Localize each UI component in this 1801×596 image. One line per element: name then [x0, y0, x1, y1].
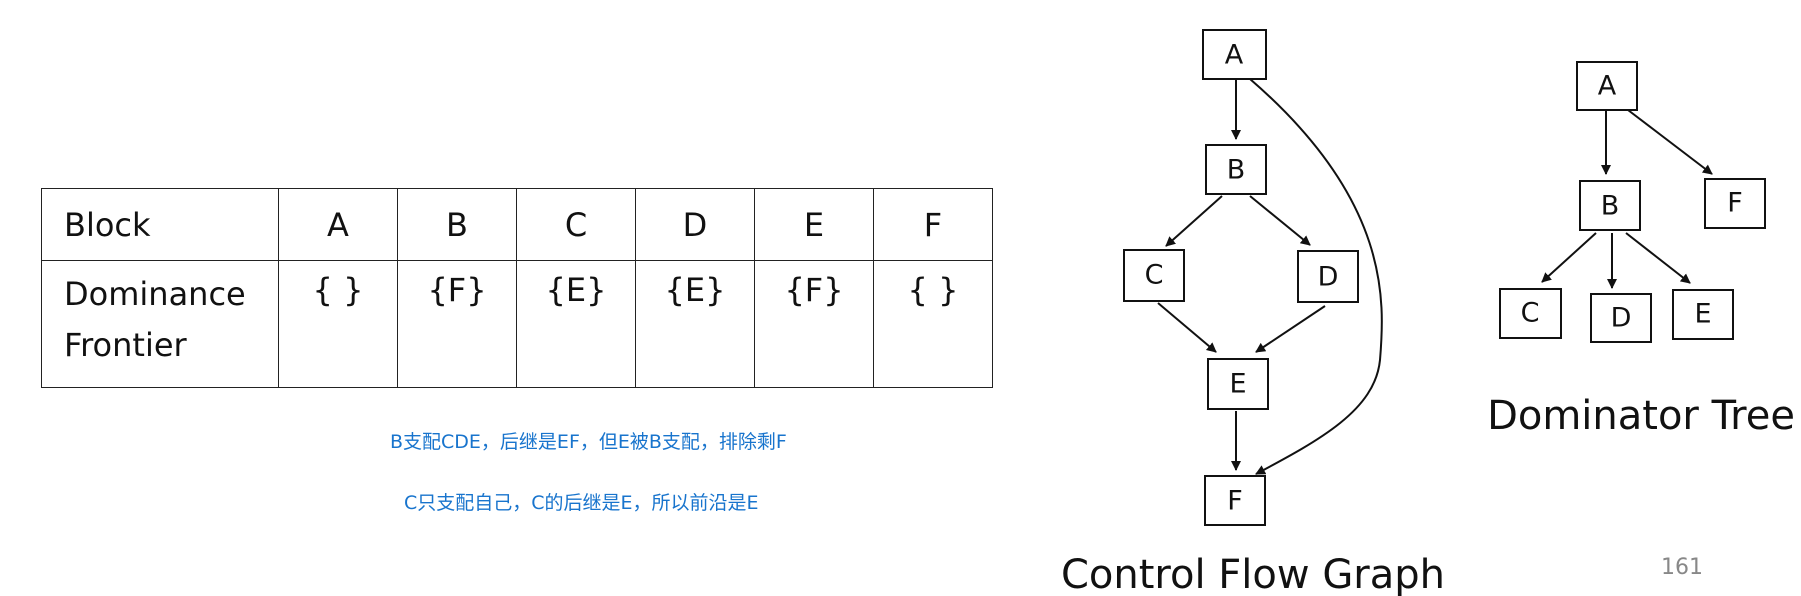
dom-node-e-label: E	[1694, 299, 1711, 330]
cfg-edge-c-e	[1157, 302, 1217, 353]
cfg-node-f-label: F	[1227, 486, 1243, 517]
cfg-edge-b-c	[1165, 195, 1223, 247]
dominance-frontier-row: Dominance Frontier { } {F} {E} {E} {F} {…	[41, 260, 993, 388]
annotation-note-b: B支配CDE，后继是EF，但E被B支配，排除剩F	[390, 431, 787, 453]
frontier-f: { }	[873, 260, 993, 388]
cfg-node-a	[1202, 29, 1267, 80]
block-row: Block A B C D E F	[41, 188, 993, 261]
cfg-edge-d-e	[1255, 305, 1326, 353]
dominator-tree: A B F C D E Dominator Tree	[1487, 61, 1795, 439]
dom-node-b	[1579, 180, 1641, 231]
cfg-node-b	[1205, 144, 1267, 195]
cfg-node-d	[1297, 250, 1359, 303]
header-line-dominance: Dominance	[64, 275, 246, 313]
dom-node-e	[1672, 289, 1734, 340]
dom-node-d	[1590, 293, 1652, 343]
cfg-node-b-label: B	[1227, 155, 1246, 186]
frontier-a: { }	[278, 260, 398, 388]
dom-edge-b-e	[1625, 232, 1691, 284]
block-header: Block	[41, 188, 279, 261]
header-line-frontier: Frontier	[64, 326, 187, 364]
control-flow-graph: A B C D E F Control Flow Graph	[1061, 29, 1445, 596]
dom-caption: Dominator Tree	[1487, 393, 1795, 439]
block-name-a: A	[278, 188, 398, 261]
dom-node-a	[1576, 61, 1638, 111]
frontier-b: {F}	[397, 260, 517, 388]
frontier-d: {E}	[635, 260, 755, 388]
cfg-node-e-label: E	[1229, 369, 1246, 400]
block-name-f: F	[873, 188, 993, 261]
cfg-node-c-label: C	[1145, 260, 1164, 291]
annotation-note-c: C只支配自己，C的后继是E，所以前沿是E	[404, 492, 759, 514]
cfg-caption: Control Flow Graph	[1061, 552, 1445, 596]
frontier-e: {F}	[754, 260, 874, 388]
cfg-node-d-label: D	[1318, 262, 1339, 293]
cfg-node-c	[1123, 249, 1185, 302]
page-number: 161	[1661, 555, 1703, 580]
dom-node-d-label: D	[1611, 303, 1632, 334]
dom-edge-b-c	[1541, 232, 1597, 283]
dom-node-f	[1704, 178, 1766, 229]
cfg-edge-a-f	[1249, 78, 1383, 475]
dom-node-c	[1499, 288, 1562, 339]
dom-node-b-label: B	[1601, 191, 1620, 222]
dominance-frontier-header: Dominance Frontier	[41, 260, 279, 388]
dom-node-c-label: C	[1521, 298, 1540, 329]
cfg-edge-b-d	[1249, 195, 1311, 246]
cfg-node-a-label: A	[1225, 40, 1244, 71]
dom-node-a-label: A	[1598, 71, 1617, 102]
cfg-node-f	[1204, 475, 1266, 526]
dom-node-f-label: F	[1727, 188, 1743, 219]
cfg-node-e	[1207, 358, 1269, 410]
dom-edge-a-f	[1627, 109, 1713, 175]
dominance-frontier-table: Block A B C D E F Dominance Frontier { }…	[41, 188, 993, 388]
